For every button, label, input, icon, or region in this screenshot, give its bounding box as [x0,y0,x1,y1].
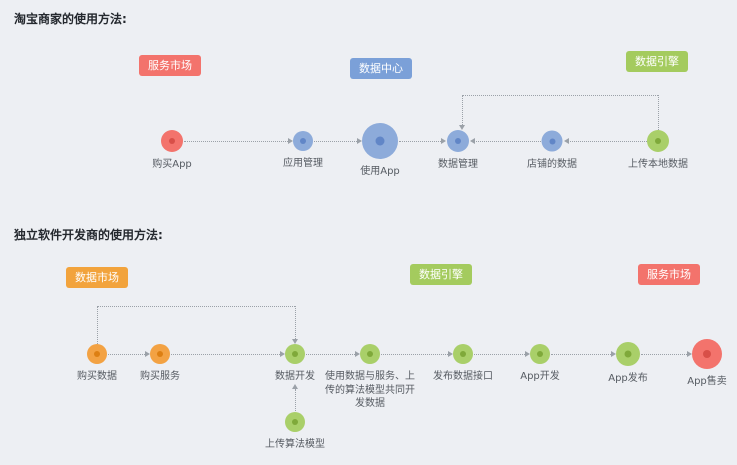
section-title: 淘宝商家的使用方法: [14,12,127,26]
arrowhead-icon [459,125,465,130]
badge-data-engine: 数据引擎 [626,51,688,72]
dotted-connector [381,354,448,355]
node-label: 上传算法模型 [265,439,325,450]
arrowhead-icon [470,138,475,144]
dotted-connector [108,354,145,355]
node-label: 上传本地数据 [628,159,688,170]
node-label: App售卖 [687,376,727,387]
dotted-connector [306,354,355,355]
node-label: 应用管理 [283,158,323,169]
arrowhead-icon [687,351,692,357]
dotted-connector [314,141,357,142]
node-label: 数据管理 [438,159,478,170]
arrowhead-icon [525,351,530,357]
node-circle [285,412,305,432]
node-circle [616,342,640,366]
node-circle [647,130,669,152]
node-circle [293,131,313,151]
dotted-connector [641,354,687,355]
dotted-connector [97,306,295,307]
node-label: 购买服务 [140,371,180,382]
arrowhead-icon [441,138,446,144]
badge-service-market: 服务市场 [638,264,700,285]
node-circle [692,339,722,369]
arrowhead-icon [145,351,150,357]
dotted-connector [658,95,659,130]
dotted-connector [551,354,611,355]
badge-data-engine: 数据引擎 [410,264,472,285]
node-label: 发布数据接口 [433,371,493,382]
node-label: 购买数据 [77,371,117,382]
dotted-connector [462,95,658,96]
node-label: 使用数据与服务、上传的算法模型共同开发数据 [325,371,415,409]
arrowhead-icon [292,384,298,389]
node-circle [541,130,563,152]
arrowhead-icon [357,138,362,144]
node-circle [530,344,550,364]
arrowhead-icon [292,339,298,344]
arrowhead-icon [564,138,569,144]
dotted-connector [184,141,288,142]
badge-service-market: 服务市场 [139,55,201,76]
badge-data-center: 数据中心 [350,58,412,79]
dotted-connector [570,141,647,142]
node-circle [360,344,380,364]
arrowhead-icon [288,138,293,144]
node-circle [161,130,183,152]
node-label: App发布 [608,373,648,384]
arrowhead-icon [611,351,616,357]
dotted-connector [399,141,441,142]
section-title: 独立软件开发商的使用方法: [14,228,163,242]
node-circle [87,344,107,364]
node-label: 购买App [152,159,192,170]
node-circle [150,344,170,364]
dotted-connector [474,354,525,355]
node-label: App开发 [520,371,560,382]
dotted-connector [295,389,296,411]
arrowhead-icon [280,351,285,357]
node-label: 店铺的数据 [527,159,577,170]
node-circle [453,344,473,364]
arrowhead-icon [355,351,360,357]
arrowhead-icon [448,351,453,357]
dotted-connector [171,354,280,355]
dotted-connector [295,306,296,339]
node-circle [285,344,305,364]
node-label: 数据开发 [275,371,315,382]
node-label: 使用App [360,166,400,177]
dotted-connector [97,306,98,344]
dotted-connector [476,141,541,142]
dotted-connector [462,95,463,125]
node-circle [362,123,398,159]
node-circle [447,130,469,152]
badge-data-market: 数据市场 [66,267,128,288]
